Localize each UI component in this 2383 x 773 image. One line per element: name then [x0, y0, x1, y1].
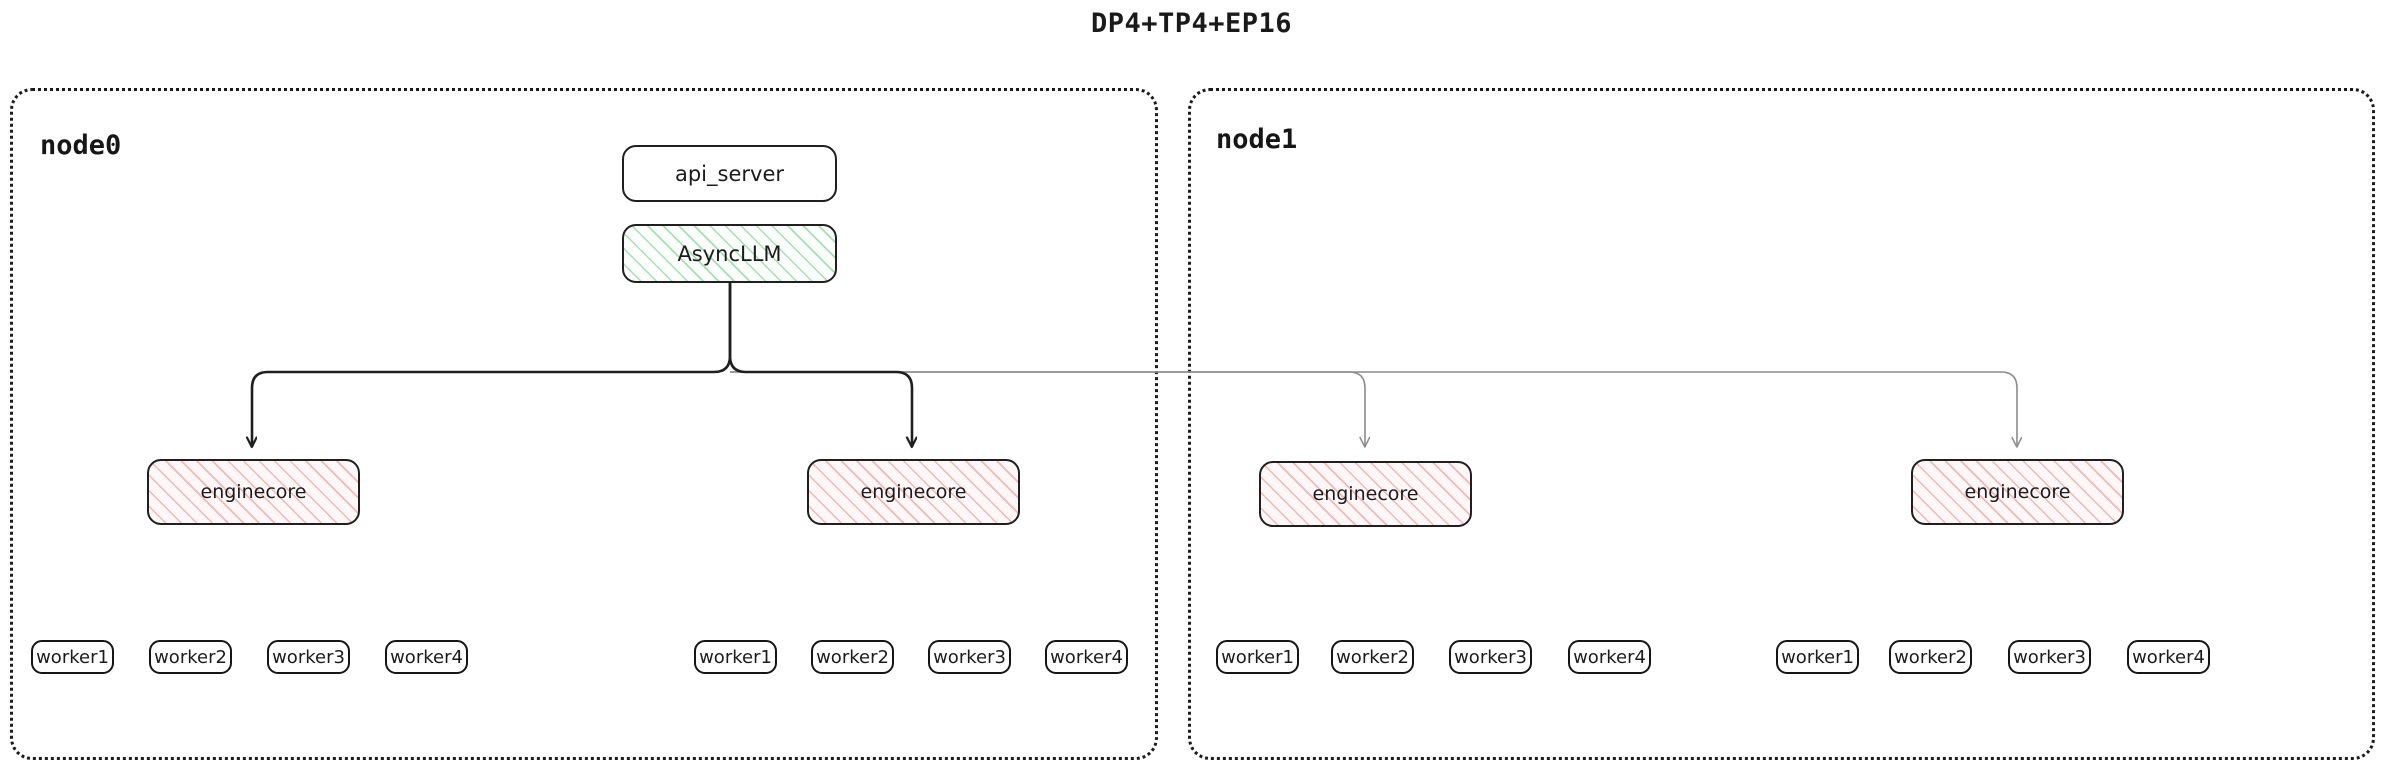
enginecore-box-node0-1[interactable]: enginecore: [807, 459, 1020, 525]
enginecore-box-node1-0[interactable]: enginecore: [1259, 461, 1472, 527]
worker-pill-node0-0-4[interactable]: worker4: [385, 640, 468, 674]
worker-pill-node1-1-4[interactable]: worker4: [2127, 640, 2210, 674]
worker-pill-node1-0-1[interactable]: worker1: [1216, 640, 1299, 674]
api-server-box[interactable]: api_server: [622, 145, 837, 202]
worker-pill-node1-0-4[interactable]: worker4: [1568, 640, 1651, 674]
enginecore-box-node1-1[interactable]: enginecore: [1911, 459, 2124, 525]
worker-pill-node0-0-2[interactable]: worker2: [149, 640, 232, 674]
node-label-node1: node1: [1216, 124, 1298, 155]
worker-pill-node0-0-3[interactable]: worker3: [267, 640, 350, 674]
worker-pill-node0-1-1[interactable]: worker1: [694, 640, 777, 674]
worker-pill-node1-0-2[interactable]: worker2: [1331, 640, 1414, 674]
worker-pill-node0-1-3[interactable]: worker3: [928, 640, 1011, 674]
worker-pill-node1-1-2[interactable]: worker2: [1889, 640, 1972, 674]
worker-pill-node1-1-1[interactable]: worker1: [1776, 640, 1859, 674]
asyncllm-box[interactable]: AsyncLLM: [622, 224, 837, 283]
page-title: DP4+TP4+EP16: [1090, 8, 1293, 39]
worker-pill-node0-1-4[interactable]: worker4: [1045, 640, 1128, 674]
worker-pill-node1-0-3[interactable]: worker3: [1449, 640, 1532, 674]
worker-pill-node0-0-1[interactable]: worker1: [31, 640, 114, 674]
worker-pill-node0-1-2[interactable]: worker2: [811, 640, 894, 674]
enginecore-box-node0-0[interactable]: enginecore: [147, 459, 360, 525]
node-label-node0: node0: [40, 130, 122, 161]
worker-pill-node1-1-3[interactable]: worker3: [2008, 640, 2091, 674]
